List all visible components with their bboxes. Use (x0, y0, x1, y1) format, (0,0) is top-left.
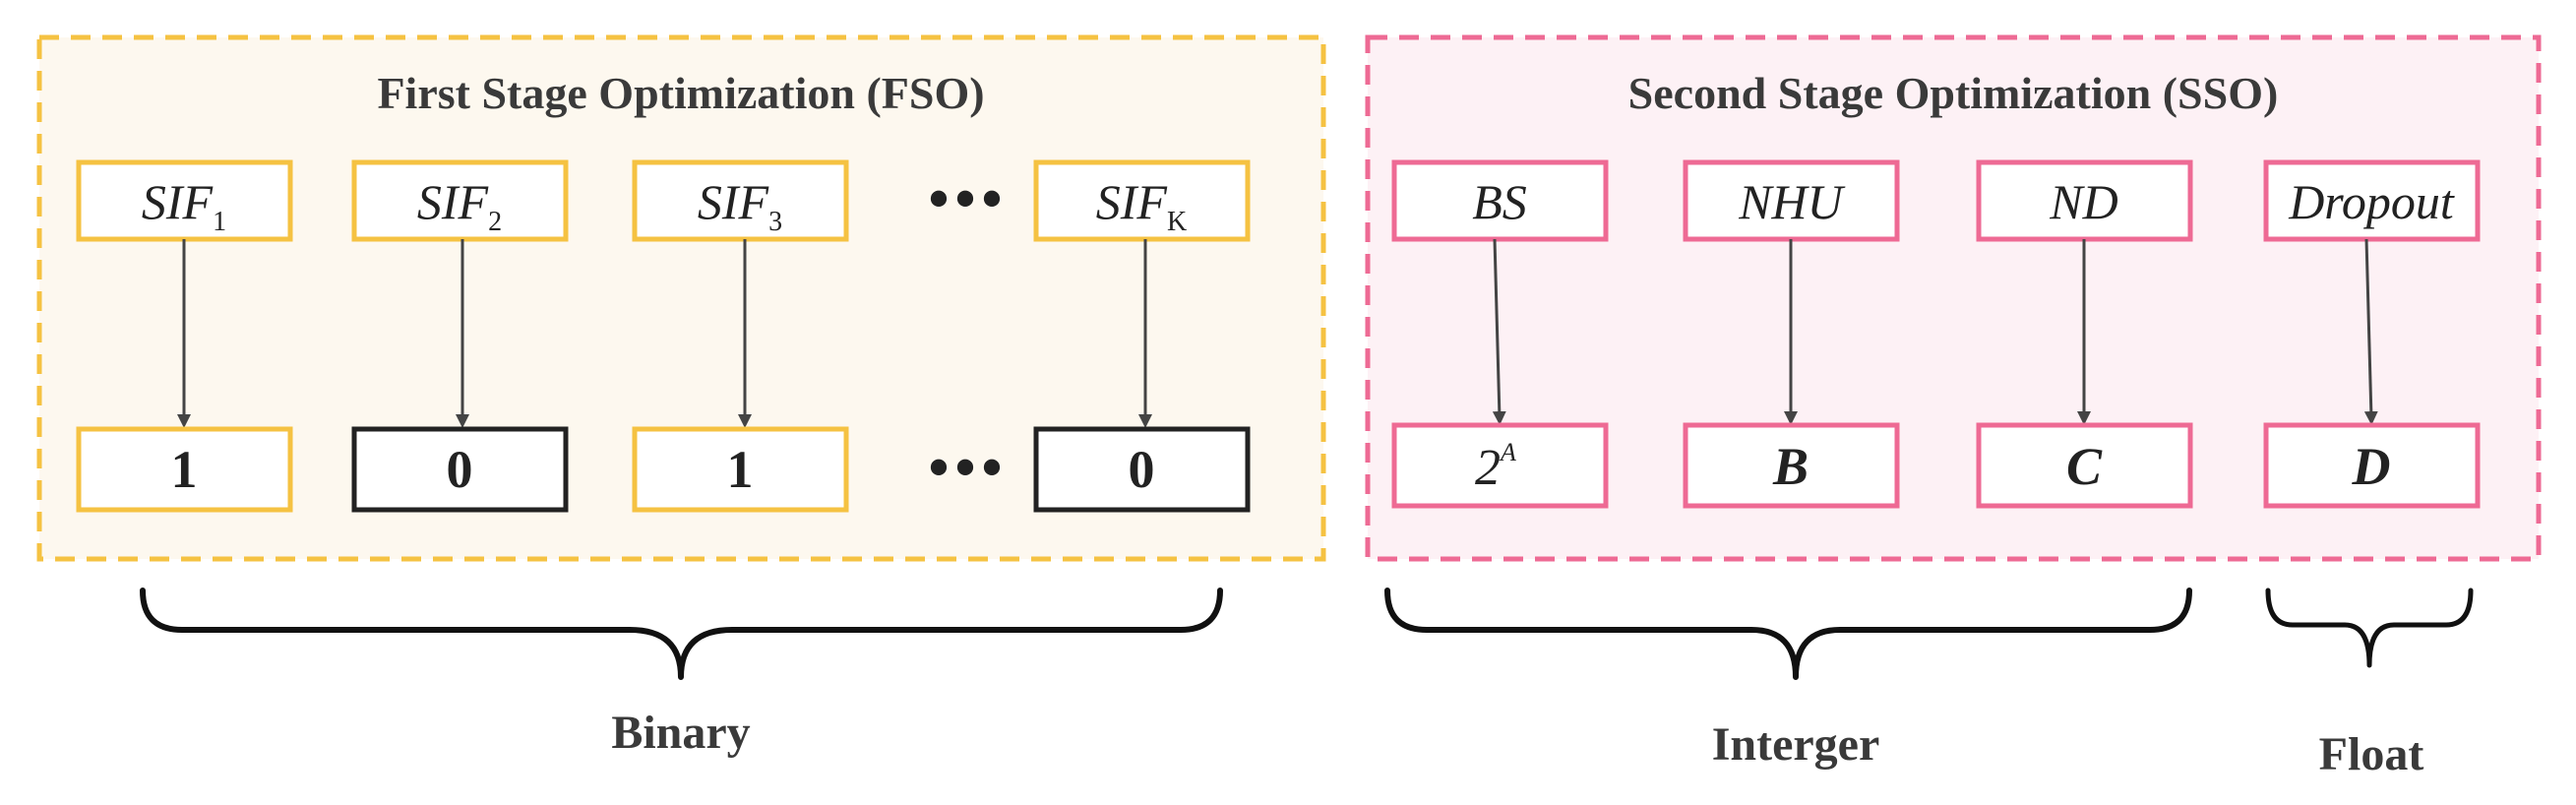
sso-output-dropout: D (2263, 422, 2481, 509)
sso-panel: Second Stage Optimization (SSO) BS NHU N… (1365, 34, 2542, 562)
svg-text:2A: 2A (1475, 438, 1516, 496)
sso-title: Second Stage Optimization (SSO) (1628, 68, 2279, 118)
sso-output-nhu: B (1683, 422, 1900, 509)
fso-input-3-label: SIF (698, 174, 769, 229)
sso-arrow-dropout (2363, 238, 2378, 425)
fso-input-1-label: SIF (142, 174, 214, 229)
fso-ellipsis-top: ••• (928, 166, 1008, 231)
fso-input-1-sub: 1 (213, 207, 226, 237)
fso-input-2: SIF2 (351, 159, 569, 242)
fso-input-2-label: SIF (417, 174, 489, 229)
fso-input-3: SIF3 (632, 159, 849, 242)
fso-output-3-value: 1 (727, 440, 754, 499)
fso-output-k: 0 (1033, 426, 1251, 513)
sso-input-nd-label: ND (2049, 174, 2117, 229)
sso-input-nd: ND (1976, 159, 2193, 242)
svg-text:SIFK: SIFK (1096, 174, 1187, 237)
sso-input-dropout-label: Dropout (2288, 174, 2455, 229)
fso-output-1: 1 (76, 426, 293, 513)
integer-brace (1384, 588, 2192, 680)
sso-output-dropout-value: D (2352, 437, 2391, 496)
fso-output-3: 1 (632, 426, 849, 513)
fso-output-2: 0 (351, 426, 569, 513)
fso-ellipsis-bottom: ••• (928, 435, 1008, 500)
sso-output-nd-value: C (2066, 437, 2103, 496)
float-label: Float (2319, 728, 2424, 780)
fso-input-2-sub: 2 (488, 207, 502, 237)
fso-input-k: SIFK (1033, 159, 1251, 242)
fso-panel: First Stage Optimization (FSO) SIF1 SIF2… (36, 34, 1326, 562)
fso-input-k-label: SIF (1096, 174, 1168, 229)
sso-output-bs-base: 2 (1475, 440, 1501, 496)
sso-input-dropout: Dropout (2263, 159, 2481, 242)
binary-brace (140, 588, 1223, 680)
sso-input-bs-label: BS (1472, 174, 1527, 229)
integer-label: Interger (1712, 718, 1880, 771)
fso-output-1-value: 1 (171, 440, 198, 499)
sso-output-nd: C (1976, 422, 2193, 509)
sso-input-nhu-label: NHU (1738, 174, 1845, 229)
sso-output-bs: 2A (1391, 422, 1609, 509)
fso-input-3-sub: 3 (768, 207, 782, 237)
binary-label: Binary (611, 707, 750, 759)
sso-input-bs: BS (1391, 159, 1609, 242)
fso-input-1: SIF1 (76, 159, 293, 242)
svg-text:SIF1: SIF1 (142, 174, 226, 237)
fso-output-2-value: 0 (447, 440, 473, 499)
sso-arrow-bs (1492, 238, 1506, 425)
fso-input-k-sub: K (1167, 207, 1187, 237)
fso-title: First Stage Optimization (FSO) (377, 68, 984, 118)
sso-input-nhu: NHU (1683, 159, 1900, 242)
svg-text:SIF3: SIF3 (698, 174, 782, 237)
fso-output-k-value: 0 (1129, 440, 1155, 499)
svg-text:SIF2: SIF2 (417, 174, 502, 237)
float-brace (2265, 588, 2474, 668)
sso-output-nhu-value: B (1772, 437, 1809, 496)
sso-output-bs-exponent: A (1499, 438, 1516, 466)
